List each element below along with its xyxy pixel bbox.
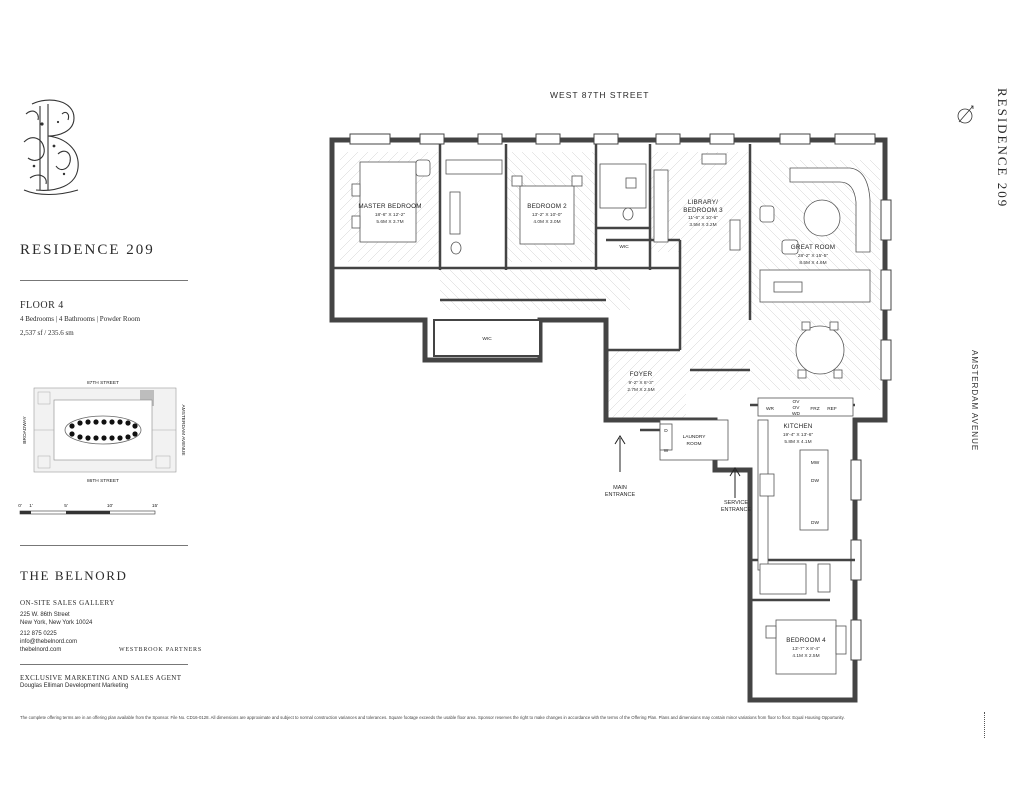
website-link[interactable]: thebelnord.com bbox=[20, 647, 62, 653]
room-name: BEDROOM 3 bbox=[683, 207, 723, 214]
main-entrance-line2: ENTRANCE bbox=[604, 492, 636, 498]
legal-disclaimer: The complete offering terms are in an of… bbox=[20, 715, 845, 720]
service-entrance-arrow-icon bbox=[729, 467, 741, 498]
appliance-label: OV bbox=[793, 405, 801, 411]
room-dimension: 28'-2" X 15'-5" bbox=[798, 253, 829, 259]
main-entrance-line1: MAIN bbox=[613, 485, 627, 491]
appliance-label: WD bbox=[792, 411, 801, 417]
wic-label: WIC bbox=[619, 244, 629, 250]
divider bbox=[20, 664, 188, 665]
sales-gallery-label: ON-SITE SALES GALLERY bbox=[20, 599, 115, 607]
room-dimension: 13'-2" X 10'-0" bbox=[532, 212, 563, 218]
address-line-2: New York, New York 10024 bbox=[20, 620, 93, 626]
room-dimension: 3.5M X 3.2M bbox=[689, 222, 716, 228]
keymap-south-label: 86TH STREET bbox=[87, 478, 119, 484]
room-dimension: 2.7M X 2.5M bbox=[627, 387, 654, 393]
room-dimension: 4.0M X 3.0M bbox=[533, 219, 560, 225]
unit-dots bbox=[69, 419, 138, 441]
room-dimension: 13'-7" X 8'-4" bbox=[792, 646, 820, 652]
appliance-label: OV bbox=[793, 399, 801, 405]
appliance-label: REF bbox=[827, 406, 837, 412]
laundry-label: ROOM bbox=[687, 441, 702, 447]
scale-tick-label: 1' bbox=[29, 503, 33, 509]
appliance-label: W bbox=[664, 448, 669, 454]
floor-plan: WIC WIC WR OV OV WD FRZ REF MW DW DW D W… bbox=[329, 133, 892, 703]
appliance-label: WR bbox=[766, 406, 775, 412]
room-dimension: 9'-2" X 8'-3" bbox=[629, 380, 654, 386]
avenue-label-text: AMSTERDAM AVENUE bbox=[970, 350, 979, 451]
agent-name: Douglas Elliman Development Marketing bbox=[20, 683, 129, 689]
scale-bar: 0' 1' 5' 10' 15' bbox=[18, 503, 158, 515]
divider bbox=[20, 280, 188, 281]
room-name: BEDROOM 2 bbox=[527, 203, 567, 210]
scale-tick-label: 10' bbox=[107, 503, 113, 509]
main-entrance-label: MAIN ENTRANCE bbox=[600, 485, 640, 499]
floor-label: FLOOR 4 bbox=[20, 300, 64, 311]
room-name: FOYER bbox=[630, 371, 653, 378]
room-dimension: 5.8M X 4.1M bbox=[784, 439, 811, 445]
service-entrance-line1: SERVICE bbox=[723, 500, 749, 506]
appliance-label: DW bbox=[811, 478, 819, 484]
address-line-1: 225 W. 86th Street bbox=[20, 612, 70, 618]
building-key-map: 87TH STREET 86TH STREET BROADWAY AMSTERD… bbox=[22, 380, 186, 484]
residence-title: RESIDENCE 209 bbox=[20, 242, 155, 258]
street-label-top: WEST 87TH STREET bbox=[550, 90, 650, 100]
main-entrance-arrow-icon bbox=[614, 435, 626, 472]
residence-vertical-title: RESIDENCE 209 bbox=[995, 88, 1010, 208]
wic-label: WIC bbox=[482, 336, 492, 342]
agent-title: EXCLUSIVE MARKETING AND SALES AGENT bbox=[20, 674, 182, 682]
room-dimension: 8.5M X 4.6M bbox=[799, 260, 826, 266]
north-compass-icon bbox=[957, 105, 974, 124]
residence-vertical-text: RESIDENCE 209 bbox=[995, 88, 1010, 208]
room-name: BEDROOM 4 bbox=[786, 637, 826, 644]
email-link[interactable]: info@thebelnord.com bbox=[20, 639, 78, 645]
room-dimension: 19'-4" X 13'-6" bbox=[783, 432, 814, 438]
phone-number: 212 875 0225 bbox=[20, 631, 57, 637]
scale-tick-label: 5' bbox=[64, 503, 68, 509]
service-entrance-line2: ENTRANCE bbox=[720, 507, 752, 513]
belnord-monogram-logo bbox=[23, 99, 79, 196]
page-edge-marker bbox=[984, 712, 991, 738]
scale-tick-label: 15' bbox=[152, 503, 158, 509]
scale-tick-label: 0' bbox=[18, 503, 22, 509]
room-dimension: 5.6M X 3.7M bbox=[376, 219, 403, 225]
room-name: MASTER BEDROOM bbox=[358, 203, 421, 210]
appliance-label: DW bbox=[811, 520, 819, 526]
keymap-east-label: AMSTERDAM AVENUE bbox=[180, 404, 186, 455]
rooms-summary: 4 Bedrooms | 4 Bathrooms | Powder Room bbox=[20, 315, 141, 323]
appliance-label: MW bbox=[811, 460, 820, 466]
room-dimension: 11'-6" X 10'-6" bbox=[688, 215, 718, 221]
laundry-label: LAUNDRY bbox=[683, 434, 707, 440]
partner-logo-text: WESTBROOK PARTNERS bbox=[119, 647, 202, 653]
divider bbox=[20, 545, 188, 546]
avenue-label: AMSTERDAM AVENUE bbox=[970, 350, 979, 451]
keymap-north-label: 87TH STREET bbox=[87, 380, 119, 386]
room-name: LIBRARY/ bbox=[688, 199, 718, 206]
room-name: KITCHEN bbox=[783, 423, 812, 430]
service-entrance-label: SERVICE ENTRANCE bbox=[716, 500, 756, 514]
room-name: GREAT ROOM bbox=[791, 244, 835, 251]
keymap-west-label: BROADWAY bbox=[22, 415, 28, 443]
room-dimension: 4.1M X 2.5M bbox=[792, 653, 819, 659]
room-dimension: 18'-6" X 12'-2" bbox=[375, 212, 406, 218]
area-summary: 2,537 sf / 235.6 sm bbox=[20, 329, 74, 337]
brand-name: THE BELNORD bbox=[20, 568, 128, 583]
appliance-label: D bbox=[664, 428, 668, 434]
appliance-label: FRZ bbox=[810, 406, 819, 412]
